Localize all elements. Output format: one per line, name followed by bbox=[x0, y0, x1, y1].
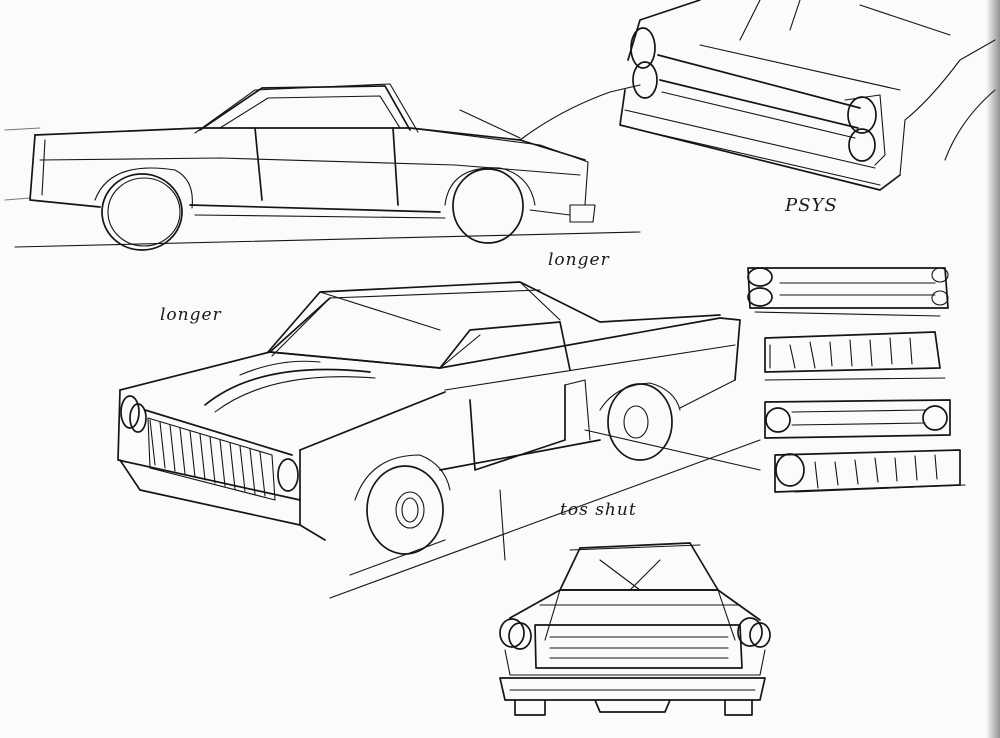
front-end-closeup-sketch bbox=[619, 0, 996, 191]
grille-study-4 bbox=[774, 449, 966, 493]
grille-variation-sketches bbox=[747, 267, 966, 493]
car-three-quarter-view-sketch bbox=[117, 281, 761, 599]
page-edge-shadow bbox=[986, 0, 1000, 738]
car-front-view-sketch bbox=[499, 542, 771, 716]
grille-study-1 bbox=[747, 267, 949, 317]
grille-study-2 bbox=[764, 331, 946, 381]
note-tos-shut: tos shut bbox=[560, 500, 637, 520]
note-longer-left: longer bbox=[160, 305, 222, 325]
note-longer-top: longer bbox=[548, 250, 610, 270]
car-side-view-sketch bbox=[4, 83, 641, 251]
grille-study-3 bbox=[764, 399, 951, 439]
note-code: PSYS bbox=[785, 195, 838, 216]
